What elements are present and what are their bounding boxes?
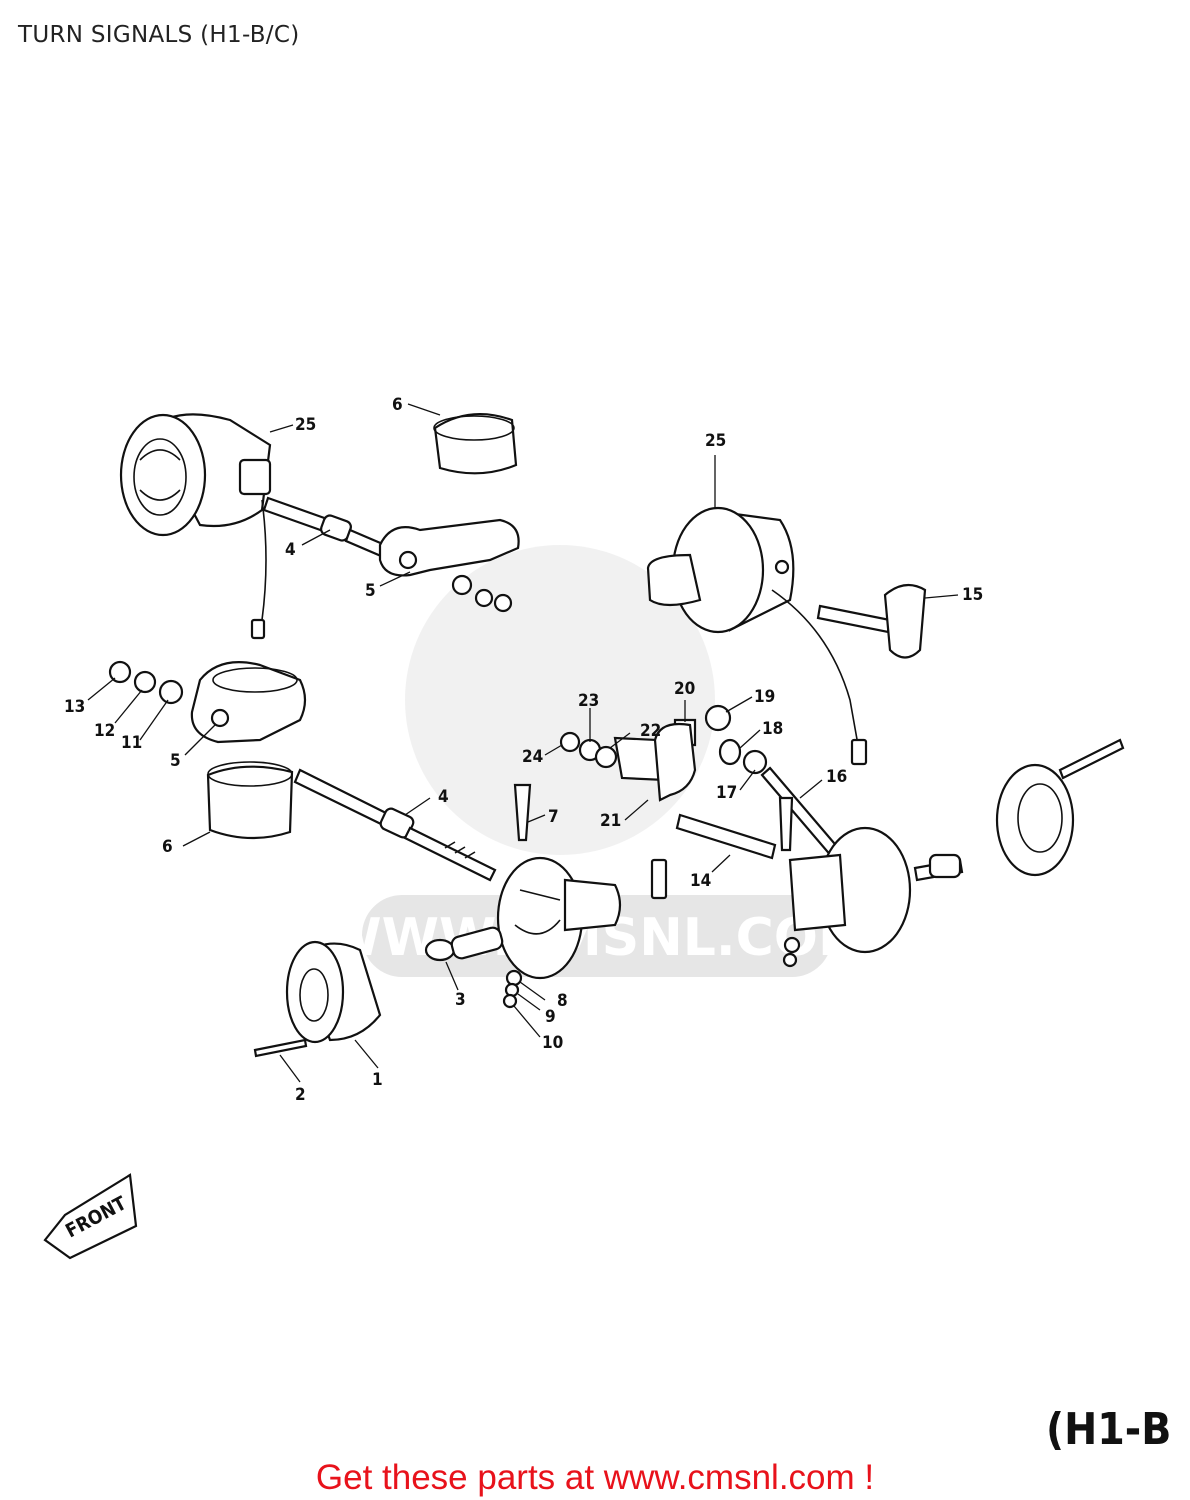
callout-19: 19: [754, 687, 775, 707]
callout-5a: 5: [365, 581, 376, 601]
callout-21: 21: [600, 811, 621, 831]
callout-6b: 6: [162, 837, 173, 857]
turn-signal-upper-right: [646, 506, 868, 766]
callout-23: 23: [578, 691, 599, 711]
callout-17: 17: [716, 783, 737, 803]
callout-25b: 25: [705, 431, 726, 451]
callout-1: 1: [372, 1070, 383, 1090]
callout-2: 2: [295, 1085, 306, 1105]
callout-labels: 25 6 4 5 15 13 12 11 5 23 20 19 22 18 24…: [64, 395, 983, 1105]
callout-14: 14: [690, 871, 711, 891]
callout-15: 15: [962, 585, 983, 605]
callout-4b: 4: [438, 787, 449, 807]
turn-signal-upper-left: [119, 413, 272, 640]
clamp-left: [108, 660, 307, 744]
rubber-cushion-top: [433, 412, 518, 475]
page-title: TURN SIGNALS (H1-B/C): [18, 22, 300, 48]
leader-lines: [87, 403, 959, 1083]
callout-5b: 5: [170, 751, 181, 771]
callout-24: 24: [522, 747, 543, 767]
callout-10: 10: [542, 1033, 563, 1053]
model-code-label: (H1-B: [1046, 1404, 1172, 1455]
callout-8: 8: [557, 991, 568, 1011]
lamp-base-front: [424, 856, 622, 1009]
callout-7: 7: [548, 807, 559, 827]
turn-signal-lower-right: [782, 738, 1125, 968]
cta-link[interactable]: Get these parts at www.cmsnl.com !: [315, 1458, 875, 1497]
callout-22: 22: [640, 721, 661, 741]
callout-13: 13: [64, 697, 85, 717]
callout-9: 9: [545, 1007, 556, 1027]
callout-12: 12: [94, 721, 115, 741]
callout-3: 3: [455, 990, 466, 1010]
front-lens: [253, 940, 382, 1058]
front-direction-arrow: FRONT: [43, 1173, 138, 1260]
mounting-bolt-15: [816, 583, 927, 659]
bracket-14: [650, 722, 777, 900]
stay-rod-upper: [262, 496, 520, 613]
small-hardware: [513, 704, 852, 867]
stay-rod-lower: [293, 768, 497, 882]
rubber-cushion-lower: [206, 761, 294, 840]
callout-11: 11: [121, 733, 142, 753]
callout-4a: 4: [285, 540, 296, 560]
callout-16: 16: [826, 767, 847, 787]
callout-18: 18: [762, 719, 783, 739]
callout-25a: 25: [295, 415, 316, 435]
callout-20: 20: [674, 679, 695, 699]
callout-6a: 6: [392, 395, 403, 415]
